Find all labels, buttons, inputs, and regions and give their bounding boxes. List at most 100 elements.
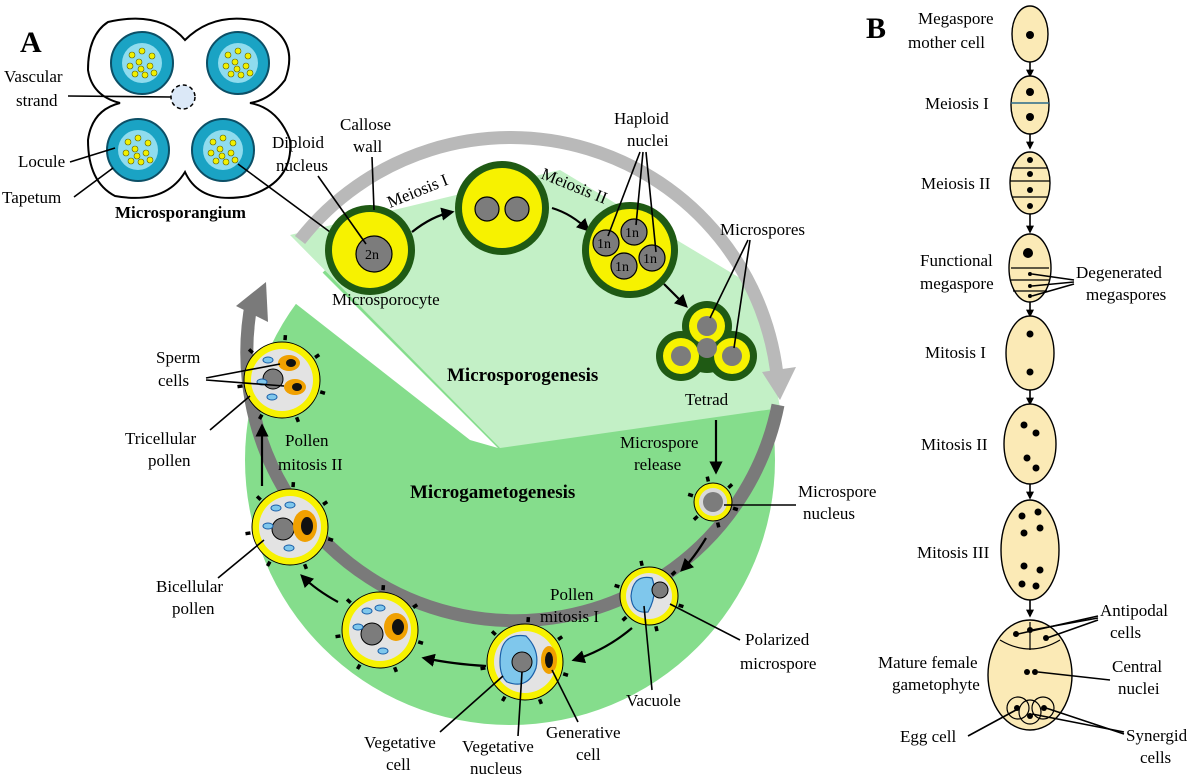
exine-spike: [417, 640, 424, 645]
pollen-grain: [227, 149, 235, 157]
exine-spike: [705, 476, 711, 482]
pollen-grain: [138, 47, 146, 55]
tetrad-nuclei-cell: 1n 1n 1n 1n: [582, 202, 678, 298]
microspore-release-label-1: Microspore: [620, 433, 698, 452]
free-microspore: [687, 476, 739, 528]
callose-wall-label-1: Callose: [340, 115, 391, 134]
pollen-grain: [137, 65, 145, 73]
mature-female-gametophyte-label-1: Mature female: [878, 653, 978, 672]
pollen-grain: [135, 58, 143, 66]
pollen-grain: [212, 157, 220, 165]
tetrad-microspores: [656, 301, 757, 381]
degenerated-megaspores-label-1: Degenerated: [1076, 263, 1162, 282]
exine-spike: [247, 348, 254, 355]
central-nuclei-label-1: Central: [1112, 657, 1162, 676]
pollen-grain: [234, 47, 242, 55]
pollen-mitosis-2-label-2: mitosis II: [278, 455, 343, 474]
vascular-strand-label-2: strand: [16, 91, 58, 110]
pollen-grain: [222, 158, 230, 166]
pollen-grain: [133, 152, 141, 160]
megaspore-mother-cell-label-1: Megaspore: [918, 9, 994, 28]
pollen-grain: [131, 145, 139, 153]
pollen-grain: [146, 62, 154, 70]
polarized-microspore-label-2: microspore: [740, 654, 816, 673]
exine-spike: [654, 625, 659, 632]
nucleus-1n-a: 1n: [597, 237, 611, 252]
pollen-grain: [148, 52, 156, 60]
mitosis-3-stage-label: Mitosis III: [917, 543, 990, 562]
microspore-nucleus-label-1: Microspore: [798, 482, 876, 501]
microsporogenesis-title: Microsporogenesis: [447, 365, 598, 386]
vascular-strand: [170, 84, 196, 110]
pollen-grain: [124, 138, 132, 146]
pollen-grain: [219, 134, 227, 142]
functional-megaspore-label-2: megaspore: [920, 274, 994, 293]
antipodal-cells-label-2: cells: [1110, 623, 1141, 642]
megaspore-mother-cell-label-2: mother cell: [908, 33, 985, 52]
exine-spike: [245, 531, 251, 536]
panel-a-letter: A: [20, 26, 42, 59]
exine-spike: [500, 695, 507, 702]
panel-b: B Megaspore mother cell Meiosis I: [866, 5, 1188, 767]
mitosis-1-stage-label: Mitosis I: [925, 343, 986, 362]
pollen-grain: [144, 139, 152, 147]
pollen-mitosis-1-label-2: mitosis I: [540, 607, 599, 626]
microspore-release-label-2: release: [634, 455, 681, 474]
pollen-grain: [207, 149, 215, 157]
pollen-grain: [224, 51, 232, 59]
microspores-label: Microspores: [720, 220, 805, 239]
pollen-grain: [229, 139, 237, 147]
microsporocyte-label: Microsporocyte: [332, 290, 440, 309]
exine-spike: [639, 560, 644, 567]
microsporocyte-cell: 2n: [325, 205, 415, 295]
pollen-grain: [146, 156, 154, 164]
pollen-grains: [122, 47, 254, 166]
exine-spike: [314, 353, 321, 359]
locule-label: Locule: [18, 152, 65, 171]
panel-b-letter: B: [866, 12, 886, 45]
exine-spike: [412, 603, 419, 609]
exine-spike: [670, 570, 677, 577]
nucleus-2n: 2n: [365, 248, 379, 263]
exine-spike: [537, 698, 544, 705]
exine-spike: [355, 663, 362, 670]
exine-spike: [294, 416, 301, 423]
pollen-grain: [218, 152, 226, 160]
microsporangium-title: Microsporangium: [115, 203, 246, 222]
tricellular-pollen-label-1: Tricellular: [125, 429, 196, 448]
pollen-grain: [137, 158, 145, 166]
vegetative-cell-label-2: cell: [386, 755, 411, 774]
pollen-grain: [127, 157, 135, 165]
central-nuclei-label-2: nuclei: [1118, 679, 1160, 698]
exine-spike: [562, 672, 569, 677]
exine-spike: [678, 603, 684, 609]
mitosis-3-sac: [1000, 499, 1060, 601]
polarized-microspore-label-1: Polarized: [745, 630, 810, 649]
synergid-cells-label-2: cells: [1140, 748, 1171, 767]
panel-a: Microsporogenesis Microgametogenesis A: [2, 17, 876, 778]
exine-spike: [255, 495, 262, 502]
exine-spike: [715, 522, 721, 528]
exine-spike: [490, 630, 497, 637]
nucleus-1n-d: 1n: [643, 252, 657, 267]
tapetum-label: Tapetum: [2, 188, 61, 207]
pollen-mitosis-cell: [480, 616, 569, 705]
pollen-grain: [246, 69, 254, 77]
vegetative-nucleus-label-2: nucleus: [470, 759, 522, 778]
tricellular-pollen: [237, 334, 326, 423]
meiosis-2-stage-label: Meiosis II: [921, 174, 991, 193]
polarized-microspore: [614, 560, 684, 632]
nucleus-1n-b: 1n: [625, 226, 639, 241]
sperm-cells-label-2: cells: [158, 371, 189, 390]
vacuole-label: Vacuole: [626, 691, 681, 710]
generative-cell-label-1: Generative: [546, 723, 621, 742]
pollen-grain: [237, 71, 245, 79]
exine-spike: [687, 492, 694, 498]
mature-female-gametophyte-label-2: gametophyte: [892, 675, 980, 694]
pollen-grain: [222, 62, 230, 70]
megaspore-mother-cell: [1011, 5, 1049, 63]
exine-spike: [335, 634, 341, 639]
sporogenesis-arrowhead: [762, 367, 796, 400]
